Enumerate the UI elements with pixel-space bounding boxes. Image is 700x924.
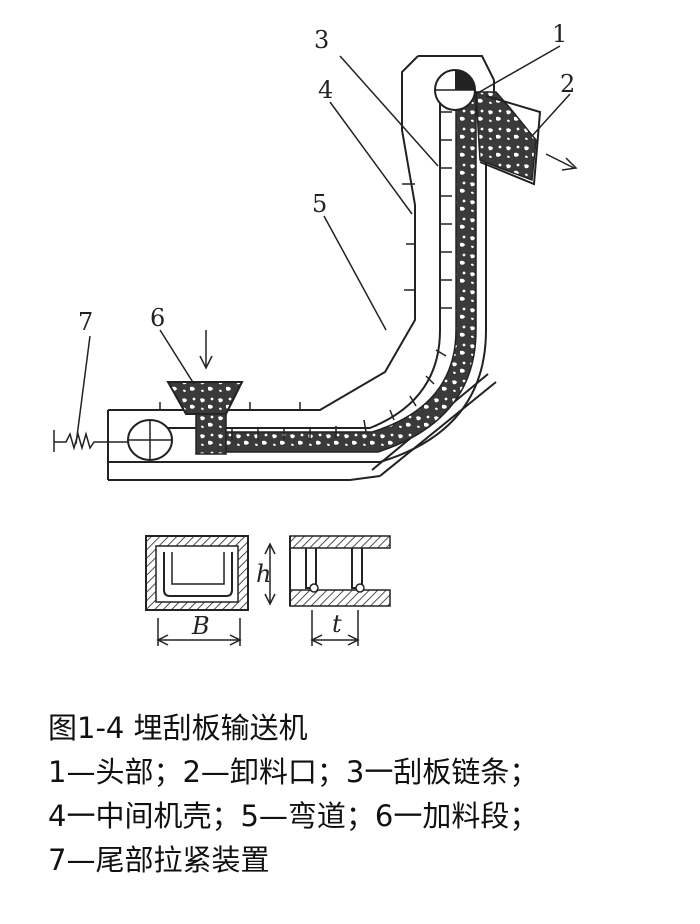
conveyor-diagram: 1 2 3 4 5 6 7 B h t (53, 20, 578, 646)
caption-title: 图1-4 埋刮板输送机 (48, 711, 308, 745)
label-3: 3 (314, 26, 329, 54)
feed-hopper (166, 330, 244, 455)
dim-t-label: t (332, 610, 342, 638)
figure-caption: 图1-4 埋刮板输送机 1—头部；2—卸料口；3一刮板链条； 4一中间机壳；5—… (48, 706, 688, 882)
side-section-view (264, 535, 391, 646)
caption-line: 7—尾部拉紧装置 (48, 843, 270, 877)
label-2: 2 (560, 70, 575, 98)
material-flow (199, 91, 537, 453)
head-sprocket (434, 69, 476, 111)
label-1: 1 (552, 20, 567, 48)
label-4: 4 (318, 76, 333, 104)
dim-b-label: B (191, 612, 210, 640)
scraper-chain (159, 111, 452, 440)
label-5: 5 (312, 190, 327, 218)
label-7: 7 (78, 308, 93, 336)
label-6: 6 (150, 304, 165, 332)
caption-line: 4一中间机壳；5—弯道；6一加料段； (48, 799, 539, 833)
cross-section-view (145, 535, 249, 646)
tail-tensioner (53, 419, 173, 461)
caption-line: 1—头部；2—卸料口；3一刮板链条； (48, 755, 539, 789)
discharge-chute (479, 95, 578, 186)
leader-lines (75, 45, 571, 445)
dim-h-label: h (256, 560, 271, 588)
